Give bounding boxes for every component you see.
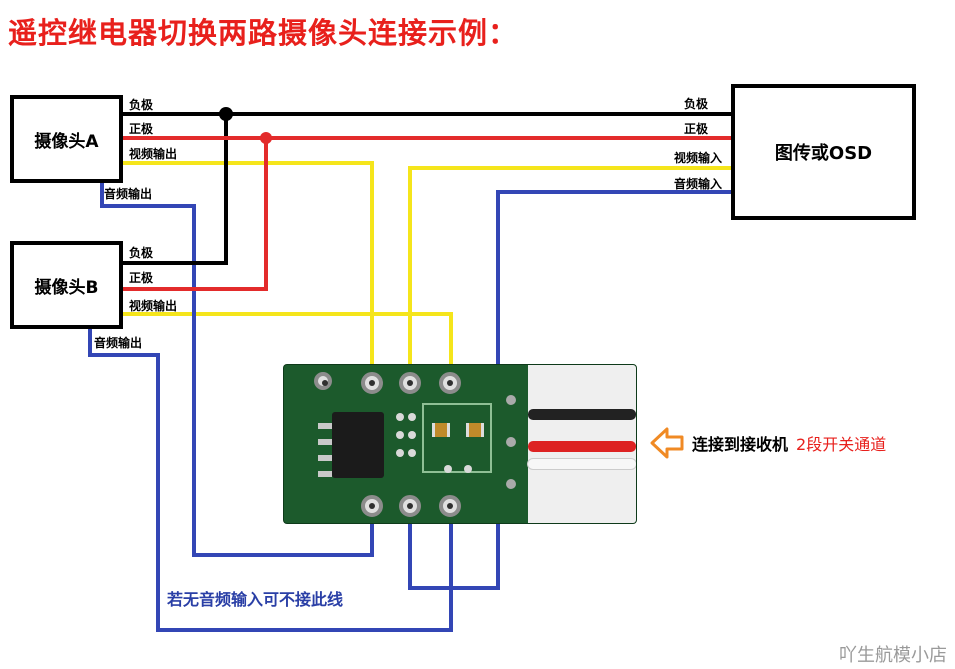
label-b-negative: 负极 <box>129 246 154 260</box>
via <box>408 449 416 457</box>
video-wire-b <box>108 312 453 382</box>
label-a-positive: 正极 <box>129 122 154 136</box>
chip-pin <box>318 471 332 477</box>
negative-wires <box>108 107 735 265</box>
video-wires <box>108 161 735 382</box>
receiver-channel-note: 2段开关通道 <box>796 435 887 454</box>
board-wire-red <box>528 441 636 452</box>
video-wire-a <box>108 161 374 382</box>
positive-junction <box>260 132 272 144</box>
positive-wire-b <box>108 138 268 291</box>
camera-a-box: 摄像头A <box>10 95 123 183</box>
via <box>396 413 404 421</box>
positive-wires <box>108 132 735 291</box>
label-a-video: 视频输出 <box>129 147 178 161</box>
audio-optional-note: 若无音频输入可不接此线 <box>167 590 344 609</box>
board-wire-black <box>528 409 636 420</box>
side-pin <box>506 395 516 405</box>
negative-junction <box>219 107 233 121</box>
chip-pin <box>318 439 332 445</box>
solder-pad <box>361 372 383 394</box>
solder-pad <box>314 372 332 390</box>
page-title: 遥控继电器切换两路摄像头连接示例： <box>8 16 519 50</box>
side-pin <box>506 437 516 447</box>
smd-component <box>466 423 484 437</box>
osd-box: 图传或OSD <box>731 84 916 220</box>
camera-b-box: 摄像头B <box>10 241 123 329</box>
smd-component <box>432 423 450 437</box>
via <box>396 431 404 439</box>
camera-a-label: 摄像头A <box>34 131 99 152</box>
solder-pad <box>439 495 461 517</box>
side-pin <box>506 479 516 489</box>
label-osd-audio: 音频输入 <box>674 177 723 191</box>
chip-pin <box>318 455 332 461</box>
via <box>444 465 452 473</box>
label-osd-video: 视频输入 <box>674 151 723 165</box>
label-b-positive: 正极 <box>129 271 154 285</box>
via <box>408 413 416 421</box>
board-trace <box>422 403 492 473</box>
label-b-video: 视频输出 <box>129 299 178 313</box>
chip-pin <box>318 423 332 429</box>
via <box>396 449 404 457</box>
camera-b-label: 摄像头B <box>34 277 99 298</box>
audio-wire-a <box>100 180 374 557</box>
solder-pad <box>399 495 421 517</box>
solder-pad <box>399 372 421 394</box>
receiver-note: 连接到接收机 2段开关通道 <box>650 426 886 460</box>
label-osd-negative: 负极 <box>684 97 709 111</box>
audio-wire-osd <box>408 190 735 590</box>
audio-wires <box>88 180 735 632</box>
solder-pad <box>361 495 383 517</box>
relay-chip <box>332 412 384 478</box>
relay-board <box>284 365 636 523</box>
negative-wire-b <box>108 114 228 265</box>
receiver-text: 连接到接收机 <box>692 435 789 454</box>
label-a-audio: 音频输出 <box>104 187 153 201</box>
audio-wire-b <box>88 326 453 632</box>
video-wire-osd <box>408 166 735 382</box>
left-arrow-icon <box>650 427 684 459</box>
solder-pad <box>439 372 461 394</box>
via <box>408 431 416 439</box>
board-wire-white <box>528 459 636 469</box>
label-osd-positive: 正极 <box>684 122 709 136</box>
via <box>464 465 472 473</box>
osd-label: 图传或OSD <box>774 143 873 164</box>
watermark: 吖生航模小店 <box>839 645 947 666</box>
label-b-audio: 音频输出 <box>94 336 143 350</box>
label-a-negative: 负极 <box>129 98 154 112</box>
